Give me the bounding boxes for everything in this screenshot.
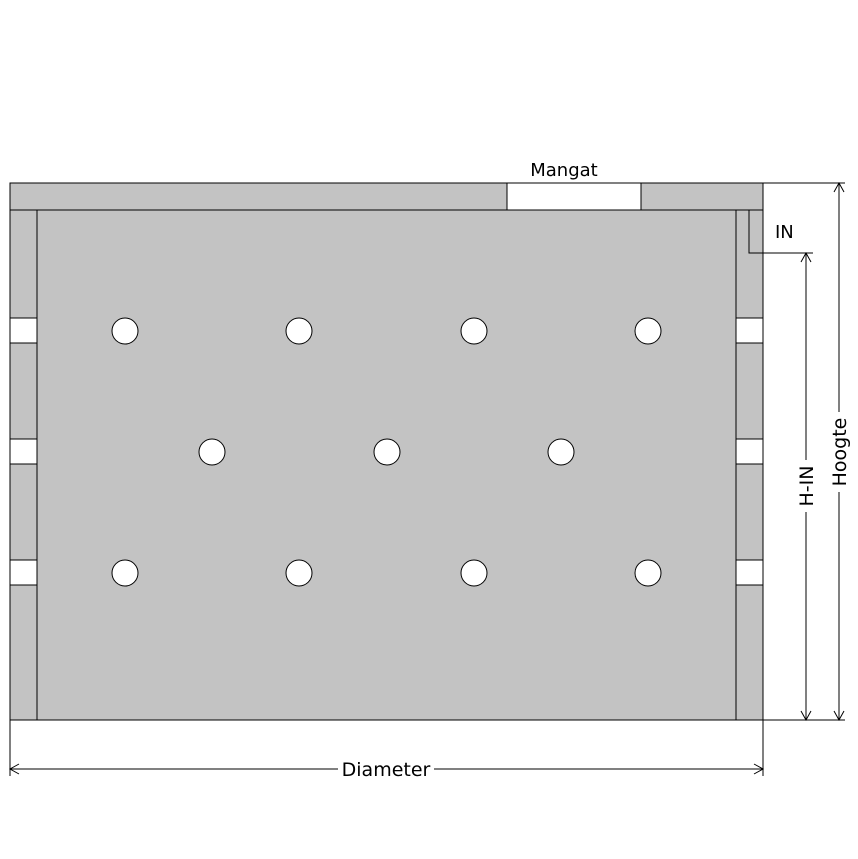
hole (634, 317, 662, 345)
hole (285, 317, 313, 345)
diameter-arrow-left (8, 763, 20, 775)
h-in-label: H-IN (796, 466, 818, 507)
hole (547, 438, 575, 466)
right-wall-slot (735, 438, 764, 465)
manhole-label: Mangat (530, 160, 597, 181)
right-wall (735, 209, 764, 721)
manhole-opening (506, 182, 642, 211)
h-in-arrow-bottom (800, 710, 812, 722)
height-label: Hoogte (829, 418, 851, 487)
left-wall-slot (9, 559, 38, 586)
height-arrow-bottom (833, 710, 845, 722)
tank-lid (9, 182, 764, 211)
hole (460, 559, 488, 587)
hole (198, 438, 226, 466)
inlet-label: IN (775, 222, 794, 243)
hole (460, 317, 488, 345)
hole (373, 438, 401, 466)
left-wall (9, 209, 38, 721)
h-in-arrow-top (800, 251, 812, 263)
hole (111, 317, 139, 345)
left-wall-slot (9, 438, 38, 465)
height-arrow-top (833, 181, 845, 193)
hole (285, 559, 313, 587)
diameter-label: Diameter (342, 759, 431, 781)
hole (634, 559, 662, 587)
left-wall-slot (9, 317, 38, 344)
hole (111, 559, 139, 587)
right-wall-slot (735, 559, 764, 586)
right-wall-slot (735, 317, 764, 344)
inlet-pipe (748, 210, 763, 254)
diameter-arrow-right (753, 763, 765, 775)
